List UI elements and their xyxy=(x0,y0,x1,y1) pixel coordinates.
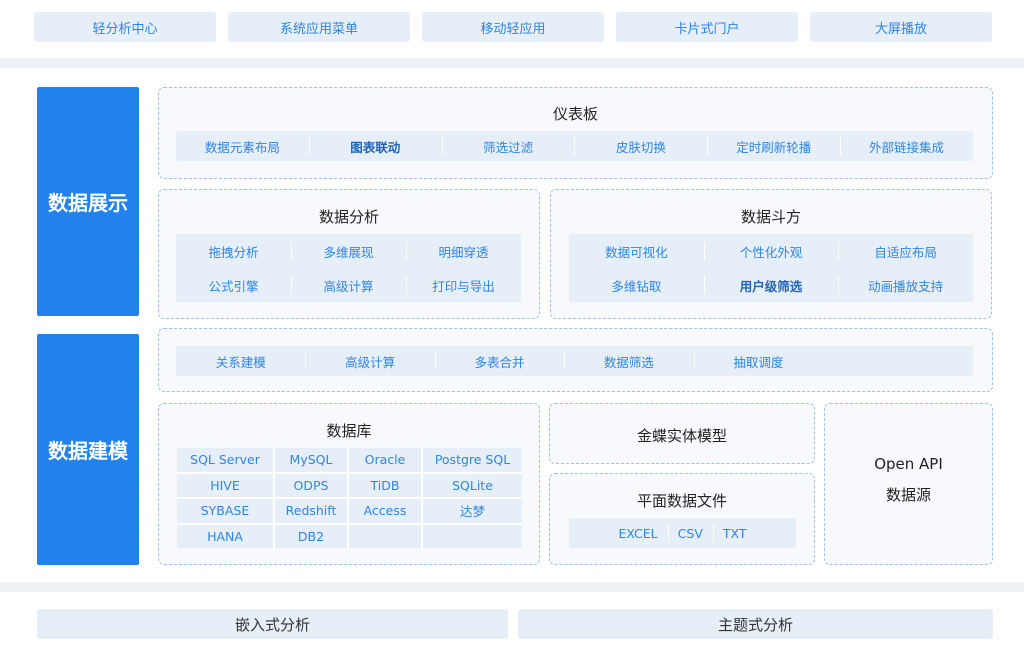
data-analysis-title: 数据分析 xyxy=(318,208,379,226)
nav-big-screen-play[interactable]: 大屏播放 xyxy=(810,12,992,42)
section-label-data-modeling: 数据建模 xyxy=(37,334,139,565)
dashboard-feature-strip: 数据元素布局 图表联动 筛选过滤 皮肤切换 定时刷新轮播 外部链接集成 xyxy=(176,131,973,161)
feature-detail-drill: 明细穿透 xyxy=(406,242,521,261)
data-doufang-title: 数据斗方 xyxy=(740,208,801,226)
db-empty-cell xyxy=(423,524,522,548)
feature-data-visualization: 数据可视化 xyxy=(605,244,668,260)
db-sql-server: SQL Server xyxy=(177,448,273,472)
database-box: 数据库 SQL Server MySQL Oracle Postgre SQL … xyxy=(158,403,540,565)
nav-light-analysis-center[interactable]: 轻分析中心 xyxy=(34,12,216,42)
feature-multidim-drill: 多维钻取 xyxy=(611,278,662,294)
db-sqlite: SQLite xyxy=(423,473,522,497)
nav-system-app-menu[interactable]: 系统应用菜单 xyxy=(228,12,410,42)
db-oracle: Oracle xyxy=(349,448,421,472)
nav-mobile-light-app[interactable]: 移动轻应用 xyxy=(422,12,604,42)
feature-external-link-integration: 外部链接集成 xyxy=(840,137,973,156)
db-postgre-sql: Postgre SQL xyxy=(423,448,522,472)
feature-advanced-calc: 高级计算 xyxy=(291,276,406,295)
kingdee-entity-model-box: 金蝶实体模型 xyxy=(549,403,815,464)
data-analysis-box: 数据分析 拖拽分析 多维展现 明细穿透 公式引擎 高级计算 打印与导出 xyxy=(158,189,540,319)
db-sybase: SYBASE xyxy=(177,499,273,523)
feature-user-level-filter: 用户级筛选 xyxy=(703,276,839,295)
modeling-feature-strip: 关系建模 高级计算 多表合并 数据筛选 抽取调度 xyxy=(176,346,973,376)
flat-data-files-strip: EXCEL CSV TXT xyxy=(569,518,796,548)
section-label-data-display: 数据展示 xyxy=(37,87,139,316)
feature-filter: 筛选过滤 xyxy=(441,137,575,156)
feature-animation-playback: 动画播放支持 xyxy=(838,276,973,295)
db-hana: HANA xyxy=(177,524,273,548)
file-txt: TXT xyxy=(712,524,757,542)
open-api-box: Open API 数据源 xyxy=(824,403,993,565)
feature-personalized-look: 个性化外观 xyxy=(703,242,839,261)
feature-multi-table-merge: 多表合并 xyxy=(434,352,564,371)
db-db2: DB2 xyxy=(275,524,347,548)
data-doufang-feature-strip: 数据可视化 个性化外观 自适应布局 多维钻取 用户级筛选 动画播放支持 xyxy=(569,234,973,302)
modeling-features-box: 关系建模 高级计算 多表合并 数据筛选 抽取调度 xyxy=(158,328,993,392)
file-excel: EXCEL xyxy=(618,525,658,541)
feature-extract-schedule: 抽取调度 xyxy=(693,352,823,371)
feature-print-export: 打印与导出 xyxy=(406,276,521,295)
nav-embedded-analysis[interactable]: 嵌入式分析 xyxy=(37,609,508,639)
flat-data-files-title: 平面数据文件 xyxy=(636,492,727,510)
db-odps: ODPS xyxy=(275,473,347,497)
feature-data-element-layout: 数据元素布局 xyxy=(204,139,280,155)
top-nav-panel: 轻分析中心 系统应用菜单 移动轻应用 卡片式门户 大屏播放 xyxy=(0,0,1024,58)
data-analysis-feature-strip: 拖拽分析 多维展现 明细穿透 公式引擎 高级计算 打印与导出 xyxy=(176,234,521,302)
database-grid: SQL Server MySQL Oracle Postgre SQL HIVE… xyxy=(177,448,522,548)
feature-formula-engine: 公式引擎 xyxy=(208,278,259,294)
database-title: 数据库 xyxy=(326,422,372,440)
feature-multidim-display: 多维展现 xyxy=(291,242,406,261)
feature-modeling-advanced-calc: 高级计算 xyxy=(305,352,434,371)
feature-drag-analysis: 拖拽分析 xyxy=(208,244,259,260)
feature-relational-modeling: 关系建模 xyxy=(215,354,266,370)
nav-thematic-analysis[interactable]: 主题式分析 xyxy=(518,609,993,639)
kingdee-entity-model-title: 金蝶实体模型 xyxy=(636,427,727,445)
db-hive: HIVE xyxy=(177,473,273,497)
file-csv: CSV xyxy=(667,524,713,542)
feature-chart-linkage: 图表联动 xyxy=(308,137,442,156)
db-tidb: TiDB xyxy=(349,473,421,497)
open-api-label: Open API xyxy=(874,455,943,473)
feature-adaptive-layout: 自适应布局 xyxy=(838,242,973,261)
nav-card-portal[interactable]: 卡片式门户 xyxy=(616,12,798,42)
flat-data-files-box: 平面数据文件 EXCEL CSV TXT xyxy=(549,473,815,565)
feature-timed-refresh-carousel: 定时刷新轮播 xyxy=(707,137,840,156)
feature-skin-switch: 皮肤切换 xyxy=(574,137,707,156)
data-source-label: 数据源 xyxy=(885,486,931,504)
feature-data-filter: 数据筛选 xyxy=(564,352,693,371)
db-dameng: 达梦 xyxy=(423,499,522,523)
db-mysql: MySQL xyxy=(275,448,347,472)
dashboard-box: 仪表板 数据元素布局 图表联动 筛选过滤 皮肤切换 定时刷新轮播 外部链接集成 xyxy=(158,87,993,179)
db-access: Access xyxy=(349,499,421,523)
data-doufang-box: 数据斗方 数据可视化 个性化外观 自适应布局 多维钻取 用户级筛选 动画播放支持 xyxy=(550,189,992,319)
bottom-nav-panel: 嵌入式分析 主题式分析 xyxy=(0,592,1024,658)
db-redshift: Redshift xyxy=(275,499,347,523)
db-empty-cell xyxy=(349,524,421,548)
dashboard-title: 仪表板 xyxy=(552,105,598,123)
